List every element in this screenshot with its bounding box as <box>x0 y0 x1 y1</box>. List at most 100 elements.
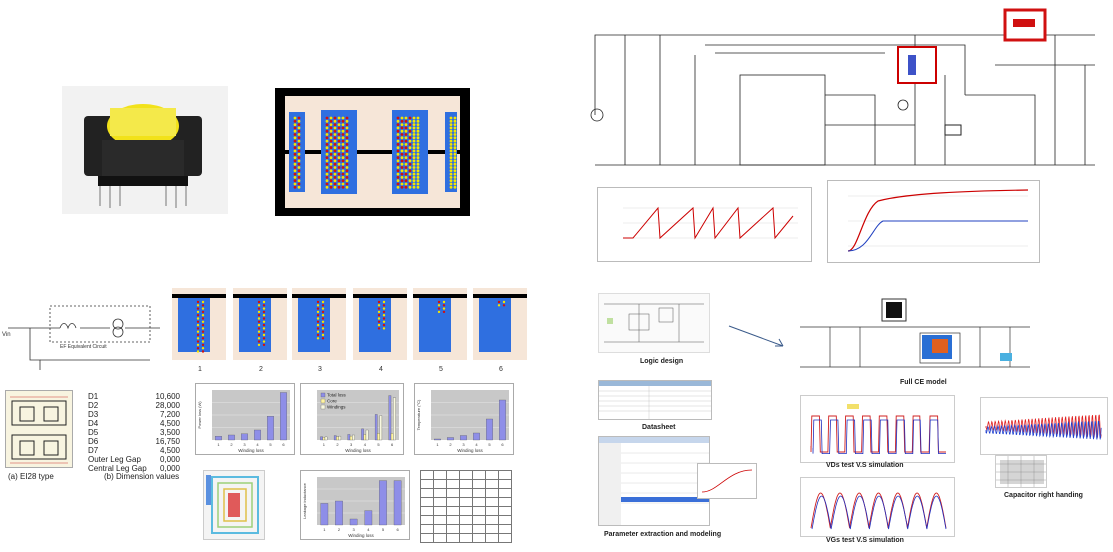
bar <box>365 429 369 441</box>
ei28-diagram <box>5 390 73 468</box>
tick-label: 2 <box>449 442 452 447</box>
bar <box>267 416 274 441</box>
param-caption: Parameter extraction and modeling <box>604 531 722 538</box>
dimension-name: D1 <box>88 392 99 401</box>
bar <box>363 434 367 441</box>
vds-simulation-plot <box>800 395 955 463</box>
results-table <box>420 470 516 543</box>
bar <box>336 436 339 441</box>
tick-label: 6 <box>397 527 400 532</box>
bar <box>320 503 329 526</box>
legend-entry: Windings <box>327 405 346 410</box>
subcircuit-label: EF Equivalent Circuit <box>60 344 107 350</box>
winding-layout-5 <box>413 288 467 360</box>
dimension-row: D5 3,500 <box>88 428 180 437</box>
capacitor-grid-plot <box>995 455 1047 488</box>
capacitor-caption: Capacitor right handing <box>1004 492 1083 499</box>
tick-label: 6 <box>391 442 394 447</box>
bar <box>320 436 323 441</box>
waveform-plot-left <box>597 187 812 262</box>
dimension-value: 4,500 <box>159 419 180 428</box>
full-ce-caption: Full CE model <box>900 379 947 386</box>
bar <box>352 434 355 441</box>
bar <box>499 399 506 441</box>
tick-label: 3 <box>462 442 465 447</box>
vin-label: Vin <box>2 332 11 338</box>
datasheet-thumb <box>598 380 712 420</box>
bar <box>460 435 467 441</box>
power-schematic <box>585 5 1105 183</box>
logic-design-caption: Logic design <box>640 358 684 365</box>
bar <box>215 436 222 441</box>
dimension-name: D4 <box>88 419 99 428</box>
bar <box>388 395 392 441</box>
x-axis-label: Winding loss <box>345 448 371 453</box>
bar <box>434 438 441 441</box>
tick-label: 2 <box>336 442 339 447</box>
dimension-value: 3,500 <box>159 428 180 437</box>
y-axis-label: Power loss (W) <box>197 401 202 429</box>
dimension-value: 4,500 <box>159 446 180 455</box>
bar <box>324 436 328 441</box>
bar <box>228 434 235 441</box>
bar <box>364 510 373 526</box>
flow-arrow <box>728 325 784 347</box>
dimension-name: D5 <box>88 428 99 437</box>
vgs-simulation-plot <box>800 477 955 537</box>
winding-layout-6 <box>473 288 527 360</box>
parameter-plot-thumb <box>697 463 757 499</box>
dimension-value: 0,000 <box>159 464 180 473</box>
tick-label: 1 <box>217 442 220 447</box>
x-axis-label: Winding loss <box>348 533 374 538</box>
winding-number: 5 <box>439 366 443 373</box>
bar <box>349 435 353 441</box>
bar <box>349 518 358 526</box>
bar <box>241 433 248 441</box>
tick-label: 5 <box>269 442 272 447</box>
tick-label: 3 <box>243 442 246 447</box>
y-axis-label: Temperature (°C) <box>416 399 421 430</box>
winding-layout-4 <box>353 288 407 360</box>
field-simulation <box>203 470 265 540</box>
dimension-value: 16,750 <box>155 437 180 446</box>
bar <box>390 433 394 441</box>
equivalent-circuit: EF Equivalent Circuit Vin <box>0 300 165 380</box>
vgs-caption: VGs test V.S simulation <box>826 537 904 544</box>
dimension-value: 7,200 <box>159 410 180 419</box>
tick-label: 1 <box>323 527 326 532</box>
bar <box>322 437 326 441</box>
logic-design-thumb <box>598 293 710 353</box>
winding-layout-2 <box>233 288 287 360</box>
tick-label: 3 <box>350 442 353 447</box>
tick-label: 5 <box>382 527 385 532</box>
tick-label: 2 <box>338 527 341 532</box>
winding-number: 2 <box>259 366 263 373</box>
full-ce-model <box>790 297 1040 377</box>
tick-label: 4 <box>256 442 259 447</box>
dimension-caption: (b) Dimension values <box>104 472 180 481</box>
dimension-name: D3 <box>88 410 99 419</box>
y-axis-label: Leakage inductance <box>302 482 307 519</box>
bar <box>379 415 383 441</box>
winding-layout-3 <box>292 288 346 360</box>
legend-entry: Core <box>327 399 337 404</box>
bar <box>473 432 480 441</box>
waveform-plot-right <box>827 180 1040 263</box>
winding-layout-1 <box>172 288 226 360</box>
capacitor-plot <box>980 397 1108 455</box>
x-axis-label: Winding loss <box>238 448 264 453</box>
dimension-row: Central Leg Gap 0,000 <box>88 464 180 473</box>
bar <box>280 392 287 441</box>
bar <box>447 437 454 441</box>
tick-label: 4 <box>367 527 370 532</box>
bar <box>486 418 493 441</box>
tick-label: 3 <box>353 527 356 532</box>
dimension-name: Central Leg Gap <box>88 464 147 473</box>
bar <box>333 435 337 441</box>
winding-number: 6 <box>499 366 503 373</box>
bar <box>338 435 342 441</box>
